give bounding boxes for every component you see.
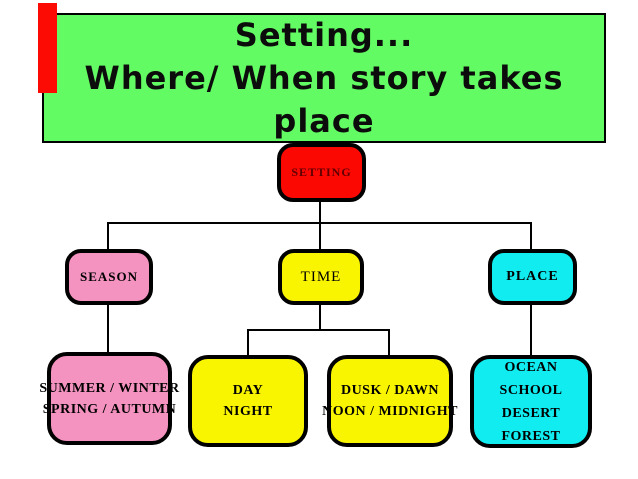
connector-dusk-drop bbox=[388, 329, 390, 357]
dusk-dawn-line-2: NOON / MIDNIGHT bbox=[322, 404, 458, 419]
title-line-2: Where/ When story takes bbox=[84, 58, 564, 97]
connector-time-rail bbox=[247, 329, 390, 331]
node-time-label: TIME bbox=[300, 268, 342, 285]
dusk-dawn-line-1: DUSK / DAWN bbox=[340, 383, 440, 398]
connector-season-leaf bbox=[107, 303, 109, 355]
places-line-1: OCEAN bbox=[504, 359, 558, 375]
node-dusk-dawn: DUSK / DAWN NOON / MIDNIGHT bbox=[322, 355, 457, 447]
node-season-label: SEASON bbox=[79, 269, 139, 284]
places-line-2: SCHOOL bbox=[499, 382, 563, 398]
node-season: SEASON bbox=[65, 249, 153, 305]
node-seasons-list: SUMMER / WINTER SPRING / AUTUMN bbox=[39, 352, 179, 445]
seasons-line-2: SPRING / AUTUMN bbox=[42, 401, 177, 417]
title-line-3: place bbox=[273, 101, 375, 140]
connector-place-drop bbox=[530, 222, 532, 252]
node-day-night: DAY NIGHT bbox=[188, 355, 308, 447]
places-line-4: FOREST bbox=[501, 428, 561, 444]
places-line-3: DESERT bbox=[501, 405, 561, 421]
node-setting-label: SETTING bbox=[291, 165, 352, 179]
node-time: TIME bbox=[278, 249, 364, 305]
day-night-line-1: DAY bbox=[232, 383, 264, 398]
day-night-line-2: NIGHT bbox=[223, 404, 273, 419]
seasons-line-1: SUMMER / WINTER bbox=[39, 380, 180, 396]
connector-time-stem bbox=[319, 303, 321, 331]
node-place-label: PLACE bbox=[506, 269, 559, 284]
connector-day-drop bbox=[247, 329, 249, 357]
node-place: PLACE bbox=[488, 249, 577, 305]
connector-place-leaf bbox=[530, 303, 532, 357]
connector-root-drop bbox=[319, 200, 321, 224]
node-setting: SETTING bbox=[277, 143, 366, 202]
node-places-list: OCEAN SCHOOL DESERT FOREST bbox=[470, 355, 592, 448]
title-line-1: Setting... bbox=[234, 15, 414, 54]
title-banner: Setting... Where/ When story takes place bbox=[42, 13, 606, 143]
red-accent-bar bbox=[38, 3, 57, 93]
connector-season-drop bbox=[107, 222, 109, 252]
connector-time-drop bbox=[319, 222, 321, 252]
